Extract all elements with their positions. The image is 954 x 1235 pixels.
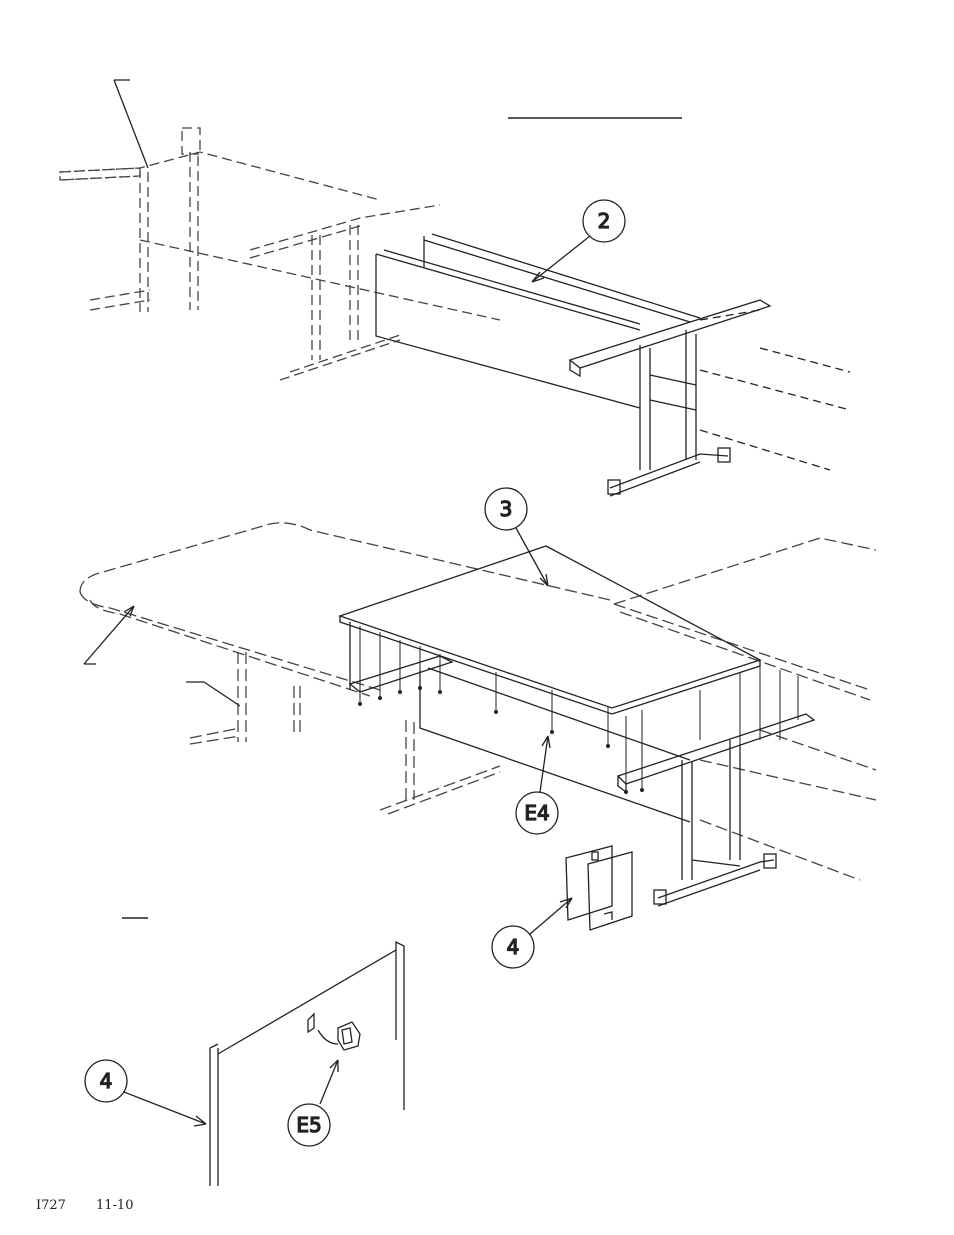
- callout-3-label: 3: [500, 497, 513, 521]
- work-surface: [340, 546, 760, 714]
- leader-ghost-leg: [186, 682, 240, 706]
- callout-e4-label: E4: [524, 801, 549, 825]
- callout-4-upper: [492, 898, 572, 968]
- callout-3: [485, 488, 548, 586]
- modesty-panel-top: [376, 234, 700, 408]
- bottom-detail: [85, 918, 404, 1186]
- middle-assembly: [80, 488, 876, 968]
- callout-2-label: 2: [598, 209, 611, 233]
- ghost-top-left: [80, 523, 876, 880]
- callout-4-lower-label: 4: [100, 1069, 113, 1093]
- modesty-panel-middle: [350, 656, 690, 822]
- callout-e5-label: E5: [296, 1113, 321, 1137]
- drawing-code: I727: [36, 1198, 66, 1213]
- revision-date: 11-10: [96, 1198, 133, 1213]
- leader-top-left: [114, 80, 148, 168]
- leg-assembly-right-middle: [618, 714, 814, 906]
- ghost-desk-left: [60, 128, 500, 380]
- end-panels: [566, 846, 632, 930]
- top-assembly: [60, 80, 850, 496]
- callout-4-upper-label: 4: [507, 935, 520, 959]
- connector-detail: [308, 1014, 360, 1050]
- leg-assembly-right-top: [570, 300, 850, 496]
- leader-ghost-top: [84, 606, 134, 664]
- end-panel-detail: [210, 942, 404, 1186]
- screws: [358, 686, 644, 794]
